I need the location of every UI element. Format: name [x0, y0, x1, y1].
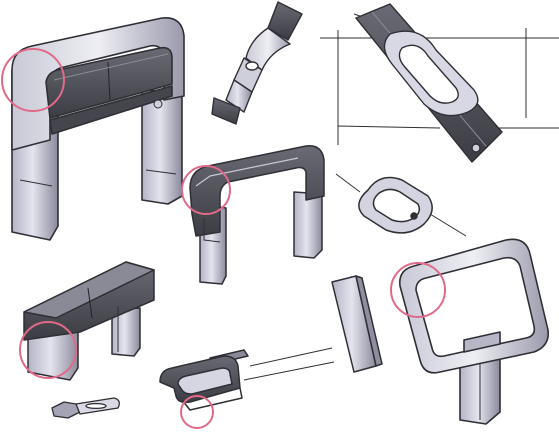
ring-buckle-sketch: [335, 173, 467, 237]
highlight-circle: [19, 321, 77, 379]
highlight-circles: [1, 48, 446, 429]
loop-handle-sketch: [398, 238, 550, 425]
panel-bar-sketch: [331, 275, 383, 373]
highlight-circle: [1, 48, 65, 112]
large-handle-sketch: [11, 17, 185, 241]
highlight-circle: [390, 262, 446, 318]
snap-hook-clip-sketch: [211, 1, 303, 125]
medium-handle-sketch: [189, 145, 325, 285]
strap-buckle-sketch: [320, 3, 559, 163]
low-handle-sketch: [23, 261, 155, 381]
highlight-circle: [181, 165, 231, 215]
zipper-pull-sketch: [51, 397, 120, 419]
flat-handle-sketch: [159, 347, 335, 411]
highlight-circle: [180, 395, 214, 429]
